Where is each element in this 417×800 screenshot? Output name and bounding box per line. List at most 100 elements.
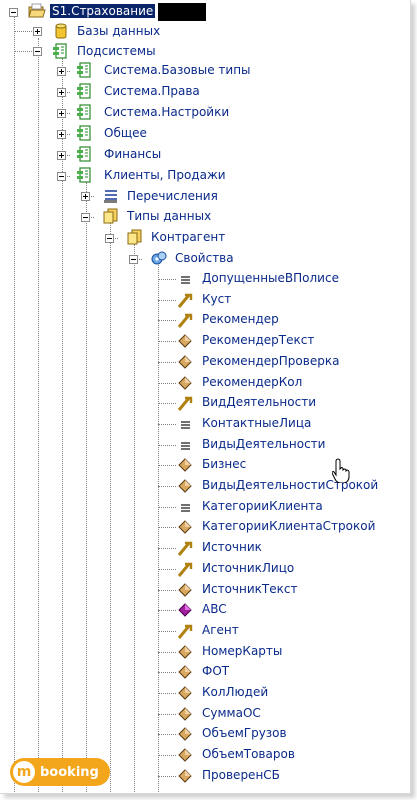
tree-line — [38, 38, 39, 792]
expand-toggle[interactable] — [57, 88, 66, 97]
list-icon — [181, 421, 190, 429]
tree-line — [158, 361, 176, 363]
tree-item-property[interactable]: ОбъемТоваров — [202, 747, 295, 762]
enum-attribute-icon — [178, 603, 192, 617]
tree-line — [158, 755, 176, 757]
tree-item-property[interactable]: ИсточникЛицо — [202, 560, 295, 575]
tree-line — [134, 244, 135, 792]
tree-item-enumerations[interactable]: Перечисления — [127, 189, 218, 203]
subsystem-icon — [77, 146, 91, 162]
tree-item-subsystem[interactable]: Система.Настройки — [104, 105, 230, 119]
redaction-block — [158, 3, 206, 21]
collapse-toggle[interactable] — [33, 47, 42, 56]
tree-item-property[interactable]: РекомендерКол — [202, 374, 303, 389]
tree-item-property[interactable]: КолЛюдей — [202, 685, 269, 699]
tree-line — [158, 548, 176, 550]
tree-item-property[interactable]: ДопущенныеВПолисе — [202, 271, 339, 285]
tree-item-property[interactable]: ПроверенСБ — [202, 767, 280, 782]
tree-item-property[interactable]: ВидыДеятельностиСтрокой — [202, 478, 379, 492]
tree-item-property[interactable]: КонтактныеЛица — [202, 415, 312, 430]
tree-line — [158, 341, 176, 343]
tree-line — [158, 630, 176, 632]
tree-item-property[interactable]: КатегорииКлиента — [202, 498, 323, 513]
list-icon — [181, 441, 190, 450]
expand-toggle[interactable] — [57, 67, 66, 76]
tree-item-property[interactable]: Бизнес — [202, 457, 247, 472]
expand-toggle[interactable] — [33, 27, 42, 36]
tree-item-property[interactable]: ОбъемГрузов — [202, 726, 287, 741]
attribute-icon — [178, 375, 192, 390]
collapse-toggle[interactable] — [105, 234, 114, 243]
attribute-icon — [178, 769, 192, 783]
reference-icon — [177, 541, 193, 557]
tree-item-subsystem[interactable]: Общее — [104, 126, 147, 140]
tree-item-property[interactable]: Источник — [202, 540, 262, 555]
tree-item-property[interactable]: СуммаОС — [202, 705, 261, 720]
subsystem-icon — [77, 104, 91, 120]
subsystem-icon — [77, 125, 91, 141]
tree-item-data-types[interactable]: Типы данных — [127, 209, 212, 223]
attribute-icon — [178, 686, 192, 700]
reference-icon — [177, 624, 193, 639]
tree-item-subsystems[interactable]: Подсистемы — [77, 44, 156, 58]
tree-line — [158, 589, 176, 591]
expand-toggle[interactable] — [57, 151, 66, 160]
tree-line — [158, 651, 176, 653]
tree-item-property[interactable]: ABC — [202, 602, 227, 617]
booking-logo: m booking — [10, 758, 110, 786]
tree-item-property[interactable]: Рекомендер — [202, 312, 279, 327]
attribute-icon — [178, 520, 192, 535]
tree-item-property[interactable]: ФОТ — [202, 664, 230, 679]
tree-item-property[interactable]: ИсточникТекст — [202, 581, 298, 596]
logo-mark-icon: m — [13, 761, 35, 783]
tree-line — [62, 134, 70, 135]
attribute-icon — [178, 706, 192, 721]
collapse-toggle[interactable] — [57, 172, 66, 181]
tree-item-properties[interactable]: Свойства — [175, 251, 234, 265]
tree-item-property[interactable]: НомерКарты — [202, 643, 283, 658]
tree-item-subsystem[interactable]: Клиенты, Продажи — [104, 168, 226, 182]
tree-item-counterparty[interactable]: Контрагент — [151, 230, 226, 244]
collapse-toggle[interactable] — [129, 255, 138, 264]
tree-view[interactable]: S1.Страхование Базы данных Подсистемы Си… — [0, 0, 411, 794]
tree-item-property[interactable]: РекомендерПроверка — [202, 353, 340, 368]
tree-item-databases[interactable]: Базы данных — [77, 24, 161, 38]
tree-line — [14, 51, 32, 52]
tree-line — [158, 506, 176, 508]
tree-line — [62, 155, 70, 156]
tree-line — [14, 31, 32, 32]
tree-item-property[interactable]: Куст — [202, 291, 232, 306]
attribute-icon — [178, 479, 192, 493]
tree-line — [158, 693, 176, 694]
attribute-icon — [178, 665, 192, 680]
tree-line — [86, 182, 87, 792]
hand-cursor-icon — [332, 458, 350, 483]
list-icon — [104, 190, 117, 203]
tree-item-property[interactable]: ВидДеятельности — [202, 395, 316, 410]
tree-line — [62, 176, 70, 177]
collapse-toggle[interactable] — [81, 213, 90, 222]
tree-line — [158, 672, 176, 674]
tree-item-subsystem[interactable]: Система.Базовые типы — [104, 63, 251, 77]
list-icon — [181, 504, 190, 512]
tree-item-property[interactable]: КатегорииКлиентаСтрокой — [202, 519, 376, 534]
properties-icon — [151, 251, 167, 265]
tree-item-subsystem[interactable]: Финансы — [104, 147, 162, 161]
expand-toggle[interactable] — [57, 130, 66, 139]
tree-item-property[interactable]: Агент — [202, 622, 239, 637]
attribute-icon — [178, 582, 192, 597]
reference-icon — [177, 562, 193, 577]
tree-line — [158, 486, 176, 487]
tree-line — [158, 279, 176, 280]
expand-toggle[interactable] — [81, 192, 90, 201]
tree-item-subsystem[interactable]: Система.Права — [104, 84, 200, 98]
subsystem-icon — [77, 167, 91, 183]
attribute-icon — [178, 458, 192, 473]
tree-item-property[interactable]: ВидыДеятельности — [202, 436, 326, 451]
collapse-toggle[interactable] — [9, 8, 18, 17]
root-label[interactable]: S1.Страхование — [50, 4, 156, 18]
subsystem-icon — [53, 43, 67, 59]
tree-line — [158, 713, 176, 715]
expand-toggle[interactable] — [57, 109, 66, 118]
tree-item-property[interactable]: РекомендерТекст — [202, 333, 315, 348]
